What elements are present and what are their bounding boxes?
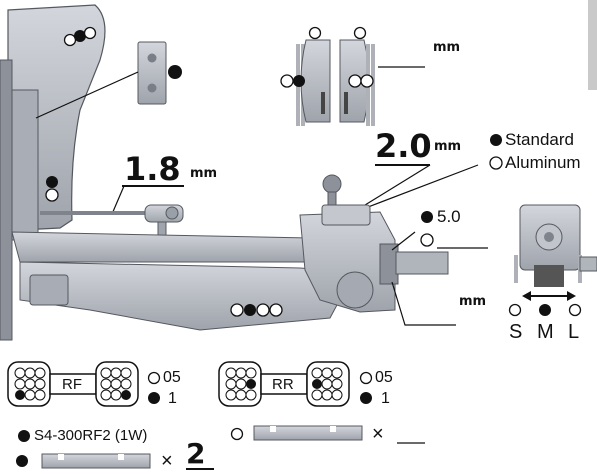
spacer-value: 5.0 — [437, 207, 461, 226]
filled-circle-icon — [539, 304, 551, 316]
leader-line — [391, 281, 456, 326]
filled-circle-icon — [148, 392, 160, 404]
knuckle-assembly — [299, 174, 449, 313]
measure-top-unit: mm — [434, 139, 462, 154]
upper-link — [11, 231, 319, 263]
qty-standard: 2 — [186, 437, 206, 470]
shim-circles — [280, 26, 374, 88]
filled-circle-icon — [421, 211, 433, 223]
times-symbol-standard: × — [161, 450, 173, 472]
rf-option-05: 05 — [163, 369, 181, 386]
measure-top: 2.0 — [375, 127, 432, 165]
legend-standard: Standard — [505, 130, 574, 149]
open-circle-icon — [359, 371, 373, 385]
shim-unit: mm — [433, 40, 461, 55]
times-symbol-aluminum: × — [372, 423, 384, 445]
chassis-side — [0, 59, 13, 341]
filled-circle-icon — [360, 392, 372, 404]
part-number: S4-300RF2 (1W) — [34, 427, 148, 444]
arm-holes — [230, 303, 283, 317]
spacer-part-standard — [41, 453, 151, 469]
rf-option-1: 1 — [168, 390, 177, 407]
arrow-double-icon — [522, 291, 576, 301]
size-l: L — [568, 321, 580, 343]
knuckle-detail — [514, 204, 597, 287]
leader-line — [35, 71, 139, 119]
legend-aluminum: Aluminum — [505, 153, 581, 172]
rf-label: RF — [62, 376, 82, 393]
mount-plate — [137, 41, 167, 105]
leader-line — [111, 185, 125, 215]
size-m: M — [537, 321, 554, 343]
open-circle-icon — [230, 427, 244, 441]
measure-left: 1.8 — [124, 150, 181, 188]
spacer-part-aluminum — [253, 425, 363, 441]
rr-option-05: 05 — [375, 369, 393, 386]
lower-arm — [19, 261, 346, 331]
rr-option-1: 1 — [381, 390, 390, 407]
edge-bar — [588, 0, 597, 90]
plate-holes — [45, 26, 97, 202]
rf-shim-holes — [14, 367, 132, 401]
open-circle-icon — [568, 303, 582, 317]
hub-unit: mm — [459, 294, 487, 309]
size-s: S — [509, 321, 523, 343]
open-circle-icon — [508, 303, 522, 317]
chassis-post — [9, 89, 39, 241]
open-circle-icon — [147, 371, 161, 385]
filled-circle-icon — [168, 65, 182, 79]
open-circle-icon — [420, 233, 434, 247]
leader-line — [354, 164, 479, 213]
leader-line — [391, 231, 416, 251]
open-circle-icon — [489, 156, 503, 170]
filled-circle-icon — [18, 430, 30, 442]
rr-shim-holes — [225, 367, 343, 401]
filled-circle-icon — [490, 134, 502, 146]
filled-circle-icon — [16, 455, 28, 467]
rr-label: RR — [272, 376, 294, 393]
measure-left-unit: mm — [190, 166, 218, 181]
